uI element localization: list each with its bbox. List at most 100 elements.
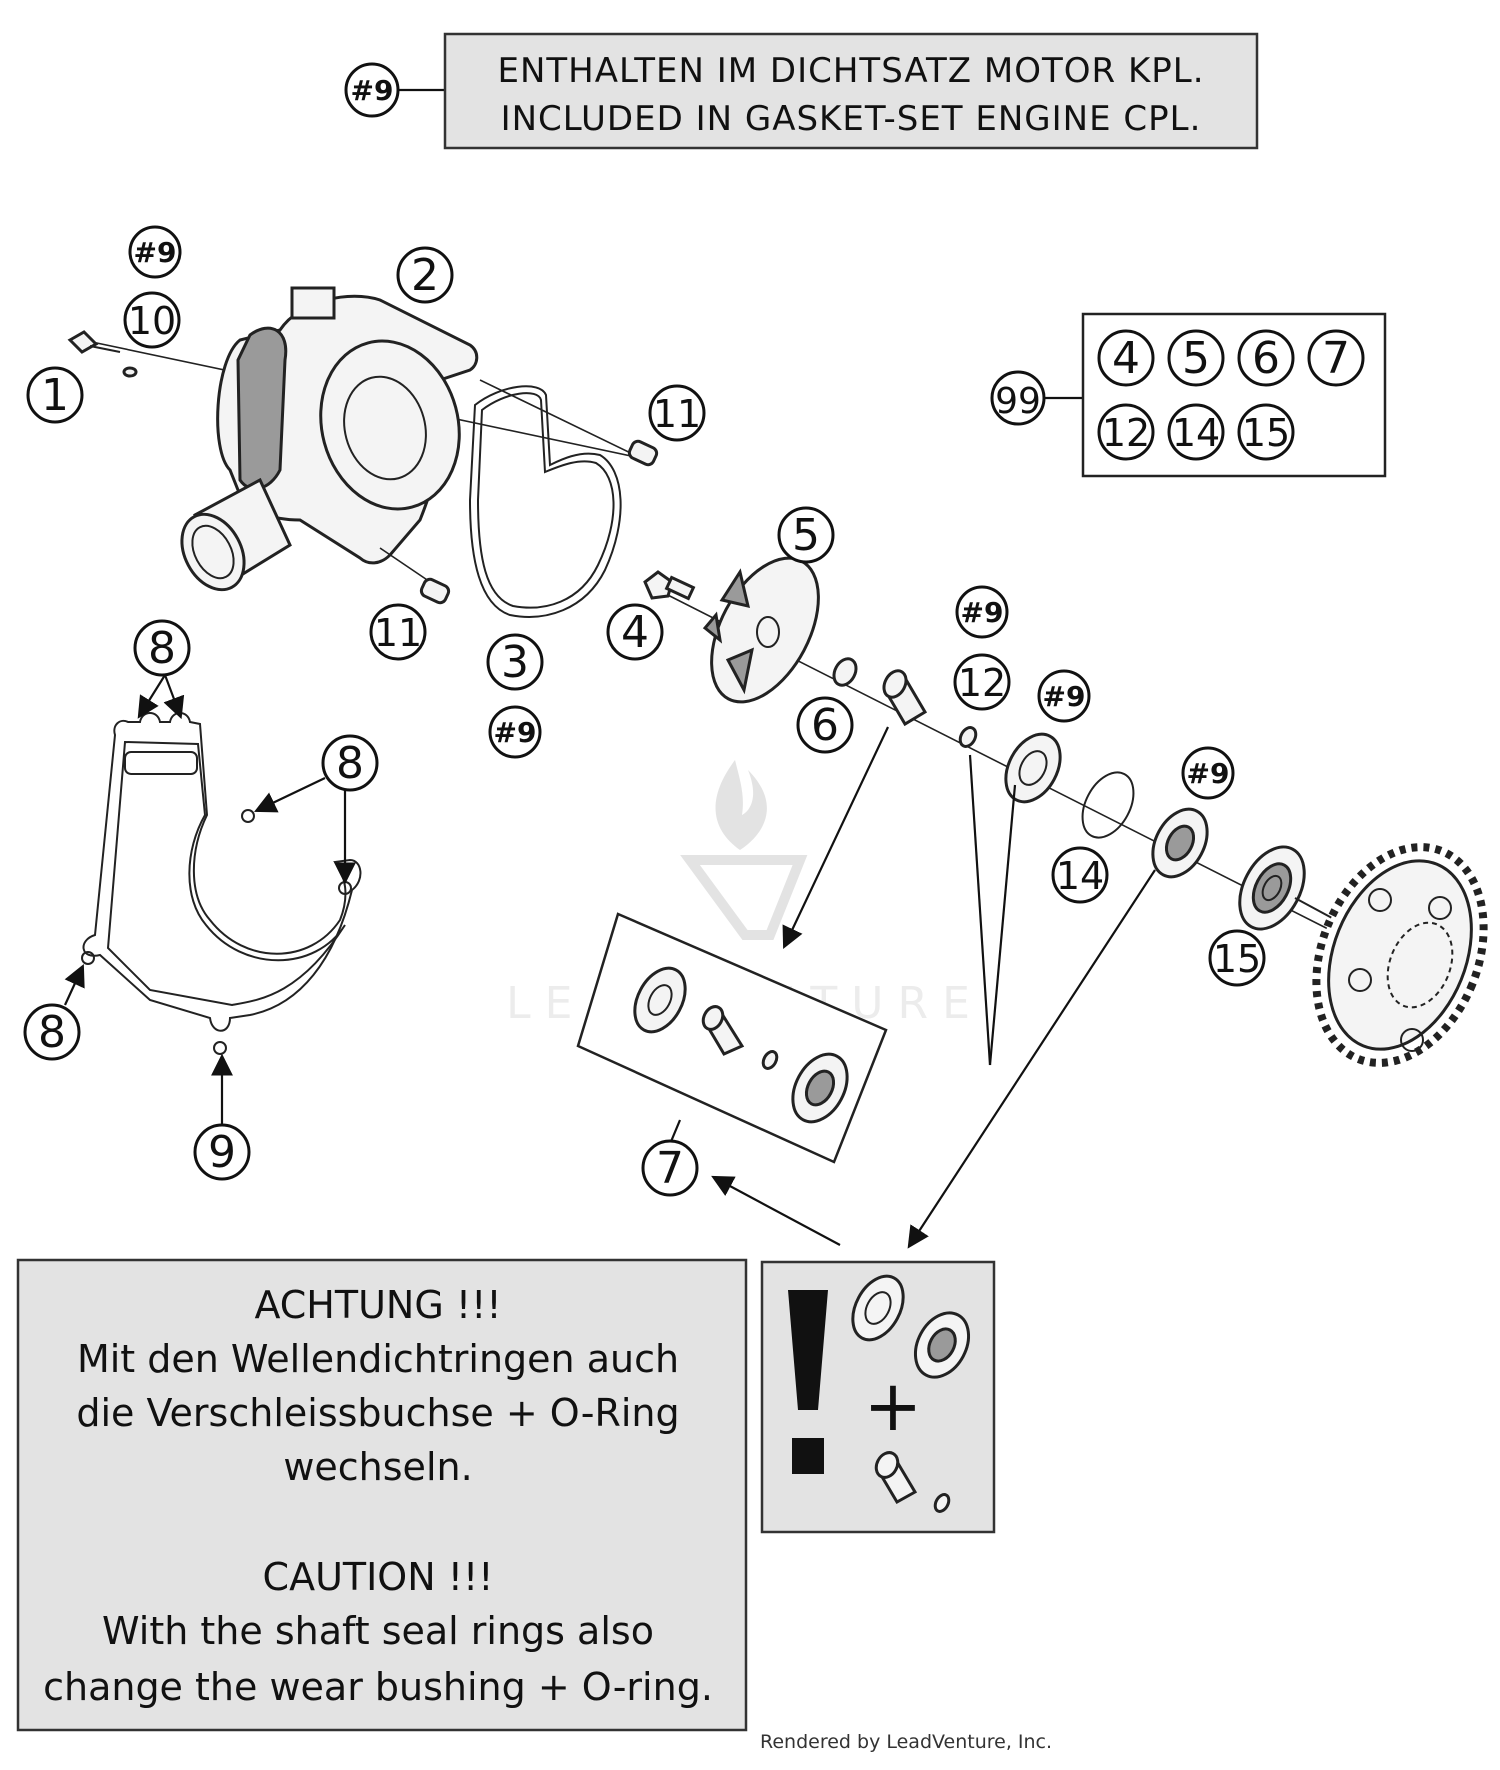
warning-pictogram-box: +: [760, 1260, 996, 1534]
callout-circle: [648, 384, 706, 442]
bolt-1-head: [67, 330, 99, 354]
callout-circle: [133, 619, 191, 677]
gasket-hole: [213, 1041, 227, 1055]
leader-seal-warning: [907, 869, 1156, 1249]
callout-1: 1: [41, 370, 69, 421]
hash9-circle: [955, 585, 1009, 639]
callout-3: 3: [501, 637, 529, 688]
inset-seal-2-core: [804, 1069, 836, 1107]
kit-item-14: 14: [1172, 411, 1220, 455]
kit-item-15: 15: [1242, 411, 1290, 455]
callout-circle: [193, 1123, 251, 1181]
caution-de-title: ACHTUNG !!!: [254, 1283, 501, 1327]
callout-circle: [1051, 846, 1109, 904]
housing-boss: [290, 286, 336, 320]
hash9-circle: [1037, 669, 1091, 723]
impeller-5: [702, 556, 820, 704]
callout-circle: [953, 653, 1011, 711]
kit-box: 99 4 5 6 7 12 14 15: [990, 312, 1387, 478]
kit-item-circle: [1307, 329, 1365, 387]
screw-11-upper: [479, 379, 659, 467]
caution-en-line1: With the shaft seal rings also: [102, 1609, 654, 1653]
bushing-end: [882, 669, 908, 699]
caution-box: ACHTUNG !!! Mit den Wellendichtringen au…: [16, 1258, 748, 1732]
callout-circle: [777, 506, 835, 564]
hash9-circle: [488, 705, 542, 759]
warning-bushing-end: [874, 1451, 900, 1479]
leader-12-down: [968, 754, 992, 1066]
gear-hole: [1428, 896, 1452, 920]
kit-item-12: 12: [1102, 411, 1150, 455]
callout-8-left: 8: [38, 1007, 66, 1058]
screw-11-body: [419, 577, 451, 605]
leader-warning-7: [711, 1175, 841, 1246]
hash9-o-ring: #9: [961, 596, 1004, 629]
gasket-inner: [106, 740, 346, 1007]
inset-seal: [633, 966, 687, 1034]
caution-en-title: CAUTION !!!: [263, 1555, 494, 1599]
callout-12: 12: [958, 661, 1006, 705]
leader-8-lower: [64, 964, 85, 1006]
note-box: [443, 32, 1259, 150]
caution-de-line2: die Verschleissbuchse + O-Ring: [76, 1391, 679, 1435]
callout-4: 4: [621, 607, 649, 658]
kit-ref-label: 99: [995, 381, 1041, 422]
note-line-de: ENTHALTEN IM DICHTSATZ MOTOR KPL.: [497, 51, 1204, 91]
seal-inner: [1018, 750, 1048, 786]
leader-8-mid: [254, 777, 326, 813]
screw-11-body: [627, 439, 659, 467]
callout-circle: [641, 1139, 699, 1197]
callout-11-upper: 11: [653, 392, 701, 436]
part-callouts: 1 2 3 4 5 6 7 8 8 8 9 10 11 11 12 14 15: [23, 225, 1266, 1197]
circlip-14: [1081, 771, 1135, 839]
note-line-en: INCLUDED IN GASKET-SET ENGINE CPL.: [501, 99, 1202, 139]
callout-circle: [26, 366, 84, 424]
callout-7: 7: [656, 1143, 684, 1194]
washer-10: [122, 366, 138, 378]
callout-circle: [123, 291, 181, 349]
wear-bushing: [882, 669, 928, 727]
watermark-flame-icon: [715, 760, 767, 850]
bearing-15: [1238, 845, 1306, 931]
kit-item-4: 4: [1112, 333, 1140, 384]
seal-outer: [1004, 732, 1062, 804]
callout-circle: [369, 603, 427, 661]
warning-seal-2-core: [927, 1327, 957, 1363]
caution-en-line2: change the wear bushing + O-ring.: [43, 1665, 713, 1709]
kit-item-5: 5: [1182, 333, 1210, 384]
bushing-kit-inset: [576, 912, 888, 1164]
kit-item-circle: [1167, 329, 1225, 387]
gasket-outline: [82, 712, 362, 1032]
watermark-logo-icon: [680, 855, 808, 940]
hash9-housing: #9: [134, 236, 177, 269]
gear-hole: [1348, 968, 1372, 992]
leader-8-left: [137, 674, 166, 719]
caution-de-line1: Mit den Wellendichtringen auch: [77, 1337, 679, 1381]
inset-bushing-end: [701, 1005, 725, 1031]
shaft-seal-ring-lower: [1151, 807, 1209, 879]
o-ring-12: [958, 726, 978, 748]
hash9-seal-lower: #9: [1187, 757, 1230, 790]
callout-8-right: 8: [336, 738, 364, 789]
housing-outlet-mouth: [180, 512, 246, 592]
housing-gasket-3: [468, 385, 622, 618]
gear-body: [1327, 859, 1473, 1051]
hash9-circle: [1181, 746, 1235, 800]
housing-outlet-bore: [191, 524, 235, 580]
kit-item-6: 6: [1252, 333, 1280, 384]
bearing-bore: [1261, 874, 1283, 902]
leader-7-arrow: [782, 726, 889, 949]
hash9-label: #9: [351, 74, 394, 107]
plus-sign: +: [864, 1365, 923, 1447]
kit-item-circle: [1097, 403, 1155, 461]
gasket-hole: [241, 809, 255, 823]
callout-2: 2: [411, 250, 439, 301]
cover-gasket: [81, 712, 362, 1055]
leader-lines: [64, 674, 1156, 1249]
callout-8-top: 8: [148, 623, 176, 674]
callout-circle: [321, 734, 379, 792]
inset-seal-bore: [647, 984, 673, 1016]
gear-hole: [1400, 1028, 1424, 1052]
inset-o-ring: [761, 1050, 779, 1070]
warning-seal-bore: [864, 1291, 892, 1325]
